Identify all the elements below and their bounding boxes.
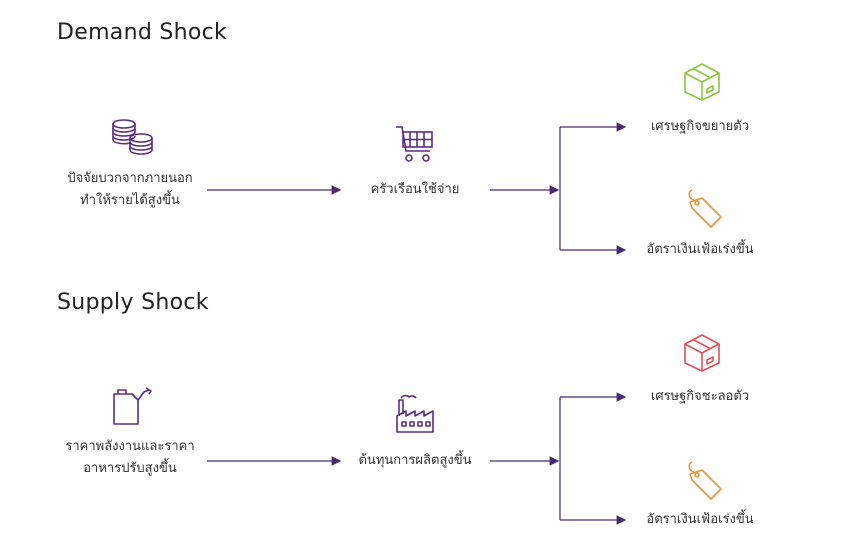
price-tag-icon bbox=[688, 461, 722, 500]
demand-cause-line2: ทำให้รายได้สูงขึ้น bbox=[80, 193, 180, 208]
demand-effect-label: ครัวเรือนใช้จ่าย bbox=[370, 182, 460, 197]
supply-cause-line2: อาหารปรับสูงขึ้น bbox=[83, 461, 177, 476]
shopping-cart-icon bbox=[396, 126, 433, 162]
demand-cause-label: ปัจจัยบวกจากภายนอก ทำให้รายได้สูงขึ้น bbox=[55, 168, 205, 212]
demand-outcome-2-label: อัตราเงินเฟ้อเร่งขึ้น bbox=[646, 242, 754, 257]
demand-cause-line1: ปัจจัยบวกจากภายนอก bbox=[67, 171, 193, 186]
supply-cause-label: ราคาพลังงานและราคา อาหารปรับสูงขึ้น bbox=[55, 436, 205, 480]
supply-effect-label: ต้นทุนการผลิตสูงขึ้น bbox=[358, 453, 472, 468]
price-tag-icon bbox=[688, 189, 722, 228]
supply-cause-line1: ราคาพลังงานและราคา bbox=[65, 439, 195, 454]
demand-shock-title: Demand Shock bbox=[57, 20, 228, 45]
supply-shock-title: Supply Shock bbox=[57, 290, 209, 315]
box-icon bbox=[684, 63, 720, 101]
supply-outcome-2-label: อัตราเงินเฟ้อเร่งขึ้น bbox=[646, 512, 754, 527]
box-icon bbox=[684, 334, 720, 372]
fuel-can-icon bbox=[113, 387, 152, 425]
factory-icon bbox=[396, 394, 434, 433]
coins-icon bbox=[112, 119, 153, 155]
supply-outcome-1-label: เศรษฐกิจชะลอตัว bbox=[650, 389, 750, 404]
demand-outcome-1-label: เศรษฐกิจขยายตัว bbox=[650, 119, 750, 134]
